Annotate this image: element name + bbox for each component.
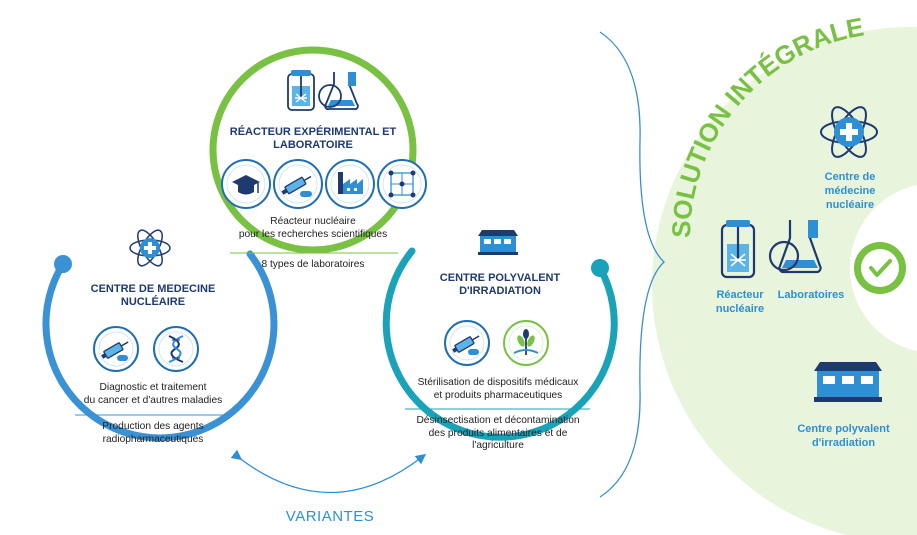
irradiation-title-line1: CENTRE POLYVALENT	[439, 272, 561, 284]
solution-background-circle	[652, 27, 917, 535]
reactor-desc-line1: Réacteur nucléaire	[270, 216, 356, 227]
lab-flask-icon	[318, 72, 359, 111]
lab-flask-icon	[768, 220, 822, 274]
plant-wheat-icon	[503, 320, 549, 366]
irradiation-desc2-line2: des produits alimentaires et de	[428, 427, 568, 439]
factory-icon	[325, 159, 375, 209]
medicine-title-line1: CENTRE DE MEDECINE	[90, 283, 216, 295]
solution-medicine-line2: médecine	[824, 185, 876, 197]
variantes-label: VARIANTES	[285, 508, 375, 525]
medicine-ring	[42, 250, 278, 442]
reactor-title-line2: LABORATOIRE	[273, 139, 353, 151]
solution-labs-label: Laboratoires	[777, 289, 845, 301]
medicine-ring-dot	[54, 255, 72, 273]
medicine-title-line2: NUCLÉAIRE	[120, 296, 186, 308]
reactor-vessel-icon	[287, 70, 315, 111]
medicine-desc2-line1: Production des agents	[102, 421, 204, 432]
reactor-labs-count: 8 types de laboratoires	[261, 259, 365, 270]
irradiation-building-icon	[478, 230, 518, 255]
solution-reactor-line1: Réacteur	[716, 289, 764, 301]
medicine-description-2: Production des agents radiopharmaceutiqu…	[58, 421, 248, 446]
medicine-desc-line2: du cancer et d'autres maladies	[83, 394, 223, 406]
solution-medicine-label: Centre de médecine nucléaire	[800, 170, 900, 212]
solution-irradiation-line1: Centre polyvalent	[797, 423, 890, 435]
irradiation-desc-line2: et produits pharmaceutiques	[433, 389, 563, 401]
irradiation-description: Stérilisation de dispositifs médicaux et…	[398, 377, 598, 402]
syringe-capsule-icon	[444, 320, 490, 366]
irradiation-title: CENTRE POLYVALENT D'IRRADIATION	[415, 272, 585, 298]
medicine-title: CENTRE DE MEDECINE NUCLÉAIRE	[68, 283, 238, 309]
irradiation-building-icon	[814, 362, 882, 402]
reactor-title: RÉACTEUR EXPÉRIMENTAL ET LABORATOIRE	[213, 126, 413, 152]
solution-reactor-label: Réacteur nucléaire	[700, 288, 780, 316]
atom-medical-cross-icon	[129, 229, 171, 267]
medicine-desc-line1: Diagnostic et traitement	[99, 382, 207, 393]
dna-icon	[153, 326, 199, 372]
variantes-arrow	[230, 449, 427, 493]
irradiation-ring	[382, 247, 618, 441]
graduation-cap-icon	[221, 159, 271, 209]
solution-irradiation-label: Centre polyvalent d'irradiation	[776, 422, 911, 450]
irradiation-desc2-line3: l'agriculture	[472, 440, 524, 451]
solution-medicine-line3: nucléaire	[825, 199, 875, 211]
syringe-capsule-icon	[273, 159, 323, 209]
atom-medical-cross-icon	[820, 106, 878, 158]
irradiation-title-line2: D'IRRADIATION	[459, 285, 541, 297]
brace	[599, 31, 665, 498]
solution-medicine-line1: Centre de	[824, 171, 876, 183]
solution-irradiation-line2: d'irradiation	[811, 437, 876, 449]
medicine-desc2-line2: radiopharmaceutiques	[102, 433, 204, 445]
reactor-description: Réacteur nucléaire pour les recherches s…	[213, 216, 413, 241]
irradiation-description-2: Désinsectisation et décontamination des …	[398, 415, 598, 453]
medicine-description: Diagnostic et traitement du cancer et d'…	[58, 382, 248, 407]
reactor-desc-line2: pour les recherches scientifiques	[238, 228, 388, 240]
syringe-capsule-icon	[93, 326, 139, 372]
solution-reactor-line2: nucléaire	[715, 303, 765, 315]
reactor-vessel-icon	[720, 220, 756, 279]
reactor-ring	[209, 46, 417, 254]
reactor-title-line1: RÉACTEUR EXPÉRIMENTAL ET	[229, 126, 397, 138]
material-lattice-icon	[377, 159, 427, 209]
irradiation-ring-dot	[591, 259, 609, 277]
checkmark-icon	[854, 242, 906, 294]
irradiation-desc-line1: Stérilisation de dispositifs médicaux	[417, 377, 579, 388]
irradiation-desc2-line1: Désinsectisation et décontamination	[416, 415, 580, 426]
